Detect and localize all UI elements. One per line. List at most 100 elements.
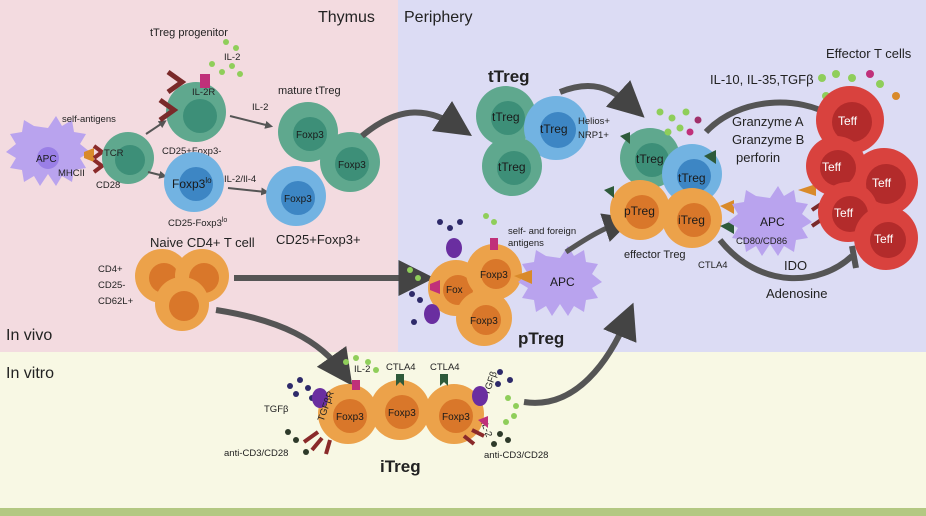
cd28-label: CD28 — [96, 180, 120, 191]
itreg-tgfbr-left — [312, 388, 328, 408]
antigens-label: antigens — [508, 238, 544, 249]
nrp1-label: NRP1+ — [578, 130, 609, 141]
mhcii-label: MHCII — [58, 168, 85, 179]
itreg-cluster — [318, 380, 484, 444]
teff-e: Teff — [874, 232, 894, 246]
ido-inhibition-bar — [849, 245, 859, 269]
ptreg-fox-partial: Fox — [446, 285, 463, 296]
itreg-title: iTreg — [380, 457, 421, 476]
mature-foxp3-a: Foxp3 — [296, 130, 324, 141]
perforin-label: perforin — [736, 150, 780, 165]
itreg-foxp3-c: Foxp3 — [442, 412, 470, 423]
cd25neg-foxp3lo-label: CD25-Foxp3lo — [168, 217, 227, 229]
apc2-mhc — [798, 184, 816, 196]
ptreg-foxp3-b: Foxp3 — [470, 316, 498, 327]
tcr-cd28-receptor — [92, 144, 106, 174]
mature-treg-label: mature tTreg — [278, 85, 341, 97]
ttreg-cell-b: tTreg — [540, 122, 568, 136]
itreg-il2r-right — [478, 416, 488, 428]
teff-cluster — [806, 86, 918, 270]
invitro-il2-dots-right — [503, 395, 519, 425]
effector-receptor-b — [704, 150, 716, 164]
effector-treg-label: effector Treg — [624, 249, 686, 261]
ptreg-il2r — [430, 280, 440, 294]
arrow-suppression-ido — [717, 238, 855, 282]
effector-ttreg-b: tTreg — [678, 171, 706, 185]
self-antigens-label: self-antigens — [62, 114, 116, 125]
arrow-progenitor-to-mature — [229, 115, 274, 129]
mature-foxp3-b: Foxp3 — [338, 160, 366, 171]
periphery-apc-cell — [518, 246, 602, 316]
ctla4-label-a: CTLA4 — [386, 362, 416, 373]
ptreg-il2-dots — [407, 213, 497, 281]
arrow-mature-to-periphery — [360, 101, 472, 139]
cd25-foxp3-neg-label: CD25+Foxp3- — [162, 146, 221, 157]
ptreg-ligand-dots — [409, 219, 463, 325]
effector-receptor-c — [604, 186, 614, 198]
ctla4-label-b: CTLA4 — [430, 362, 460, 373]
mature-foxp3-c: Foxp3 — [284, 194, 312, 205]
il2-top-label: IL-2 — [224, 52, 240, 63]
mature-treg-cluster — [266, 102, 380, 226]
naive-marker-cd62l: CD62L+ — [98, 296, 134, 307]
ptreg-foxp3-a: Foxp3 — [480, 270, 508, 281]
ttreg-cluster — [476, 86, 588, 196]
foxp3lo-cell — [164, 152, 224, 212]
tcr-label: TCR — [104, 148, 124, 159]
thymus-apc-label: APC — [36, 154, 57, 165]
cd80-cd86-label: CD80/CD86 — [736, 236, 787, 247]
self-foreign-label: self- and foreign — [508, 226, 576, 237]
in-vitro-label: In vitro — [6, 365, 54, 382]
periphery-title: Periphery — [404, 9, 472, 26]
cytokines-label: IL-10, IL-35,TGFβ — [710, 72, 814, 87]
granzyme-a-label: Granzyme A — [732, 114, 804, 129]
itreg-cd3-cd28-left — [302, 430, 332, 455]
itreg-foxp3-a: Foxp3 — [336, 412, 364, 423]
teff-d: Teff — [834, 206, 854, 220]
ttreg-cell-a: tTreg — [492, 110, 520, 124]
arrow-ttreg-to-effector — [558, 80, 645, 118]
naive-marker-cd4: CD4+ — [98, 264, 123, 275]
cd80-ligand-a — [720, 200, 734, 214]
effector-receptor-a — [620, 132, 630, 144]
granzyme-b-label: Granzyme B — [732, 132, 804, 147]
ptreg-tgfbr-receptor — [446, 238, 462, 258]
apc2-label: APC — [760, 215, 785, 229]
ptreg-title: pTreg — [518, 329, 564, 348]
treg-progenitor-label: tTreg progenitor — [150, 27, 228, 39]
foxp3lo-label: Foxp3lo — [172, 176, 212, 191]
effector-treg-cytokine-dots — [656, 108, 702, 136]
teff-cytokine-dots — [818, 70, 900, 100]
itreg-foxp3-b: Foxp3 — [388, 408, 416, 419]
naive-title: Naive CD4+ T cell — [150, 235, 255, 250]
teff-c: Teff — [872, 176, 892, 190]
itreg-cd3-cd28-right — [462, 428, 485, 446]
ptreg-tgfbr-receptor-b — [424, 304, 440, 324]
mhc-receptor — [84, 148, 94, 162]
arrow-to-progenitor — [145, 120, 167, 135]
invitro-il2-dots-left — [343, 355, 379, 373]
il2-il4-label: IL-2/Il-4 — [224, 174, 256, 185]
il2-arrow-label: IL-2 — [252, 102, 268, 113]
teff-a: Teff — [838, 114, 858, 128]
effector-itreg: iTreg — [678, 213, 705, 227]
il2-left-label: IL-2 — [354, 364, 370, 375]
ctla4-label-periphery: CTLA4 — [698, 260, 728, 271]
thymocyte-cell — [102, 132, 154, 184]
il2r-label: IL-2R — [192, 87, 215, 98]
effector-treg-cluster — [610, 128, 722, 248]
invitro-tgfb-dots-right — [495, 369, 513, 387]
thymus-apc-cell: APC — [6, 116, 90, 186]
periphery-apc-label: APC — [550, 275, 575, 289]
arrow-foxp3lo-to-mature — [227, 187, 270, 196]
ptreg-cluster — [428, 244, 522, 346]
anti-cd3-right-label: anti-CD3/CD28 — [484, 450, 548, 461]
thymus-title: Thymus — [318, 9, 375, 26]
ido-label: IDO — [784, 258, 807, 273]
cd25-foxp3-pos-label: CD25+Foxp3+ — [276, 232, 361, 247]
periphery-apc-mhc — [514, 270, 532, 284]
effector-ptreg: pTreg — [624, 204, 655, 218]
adenosine-label: Adenosine — [766, 286, 827, 301]
effector-t-title: Effector T cells — [826, 46, 912, 61]
